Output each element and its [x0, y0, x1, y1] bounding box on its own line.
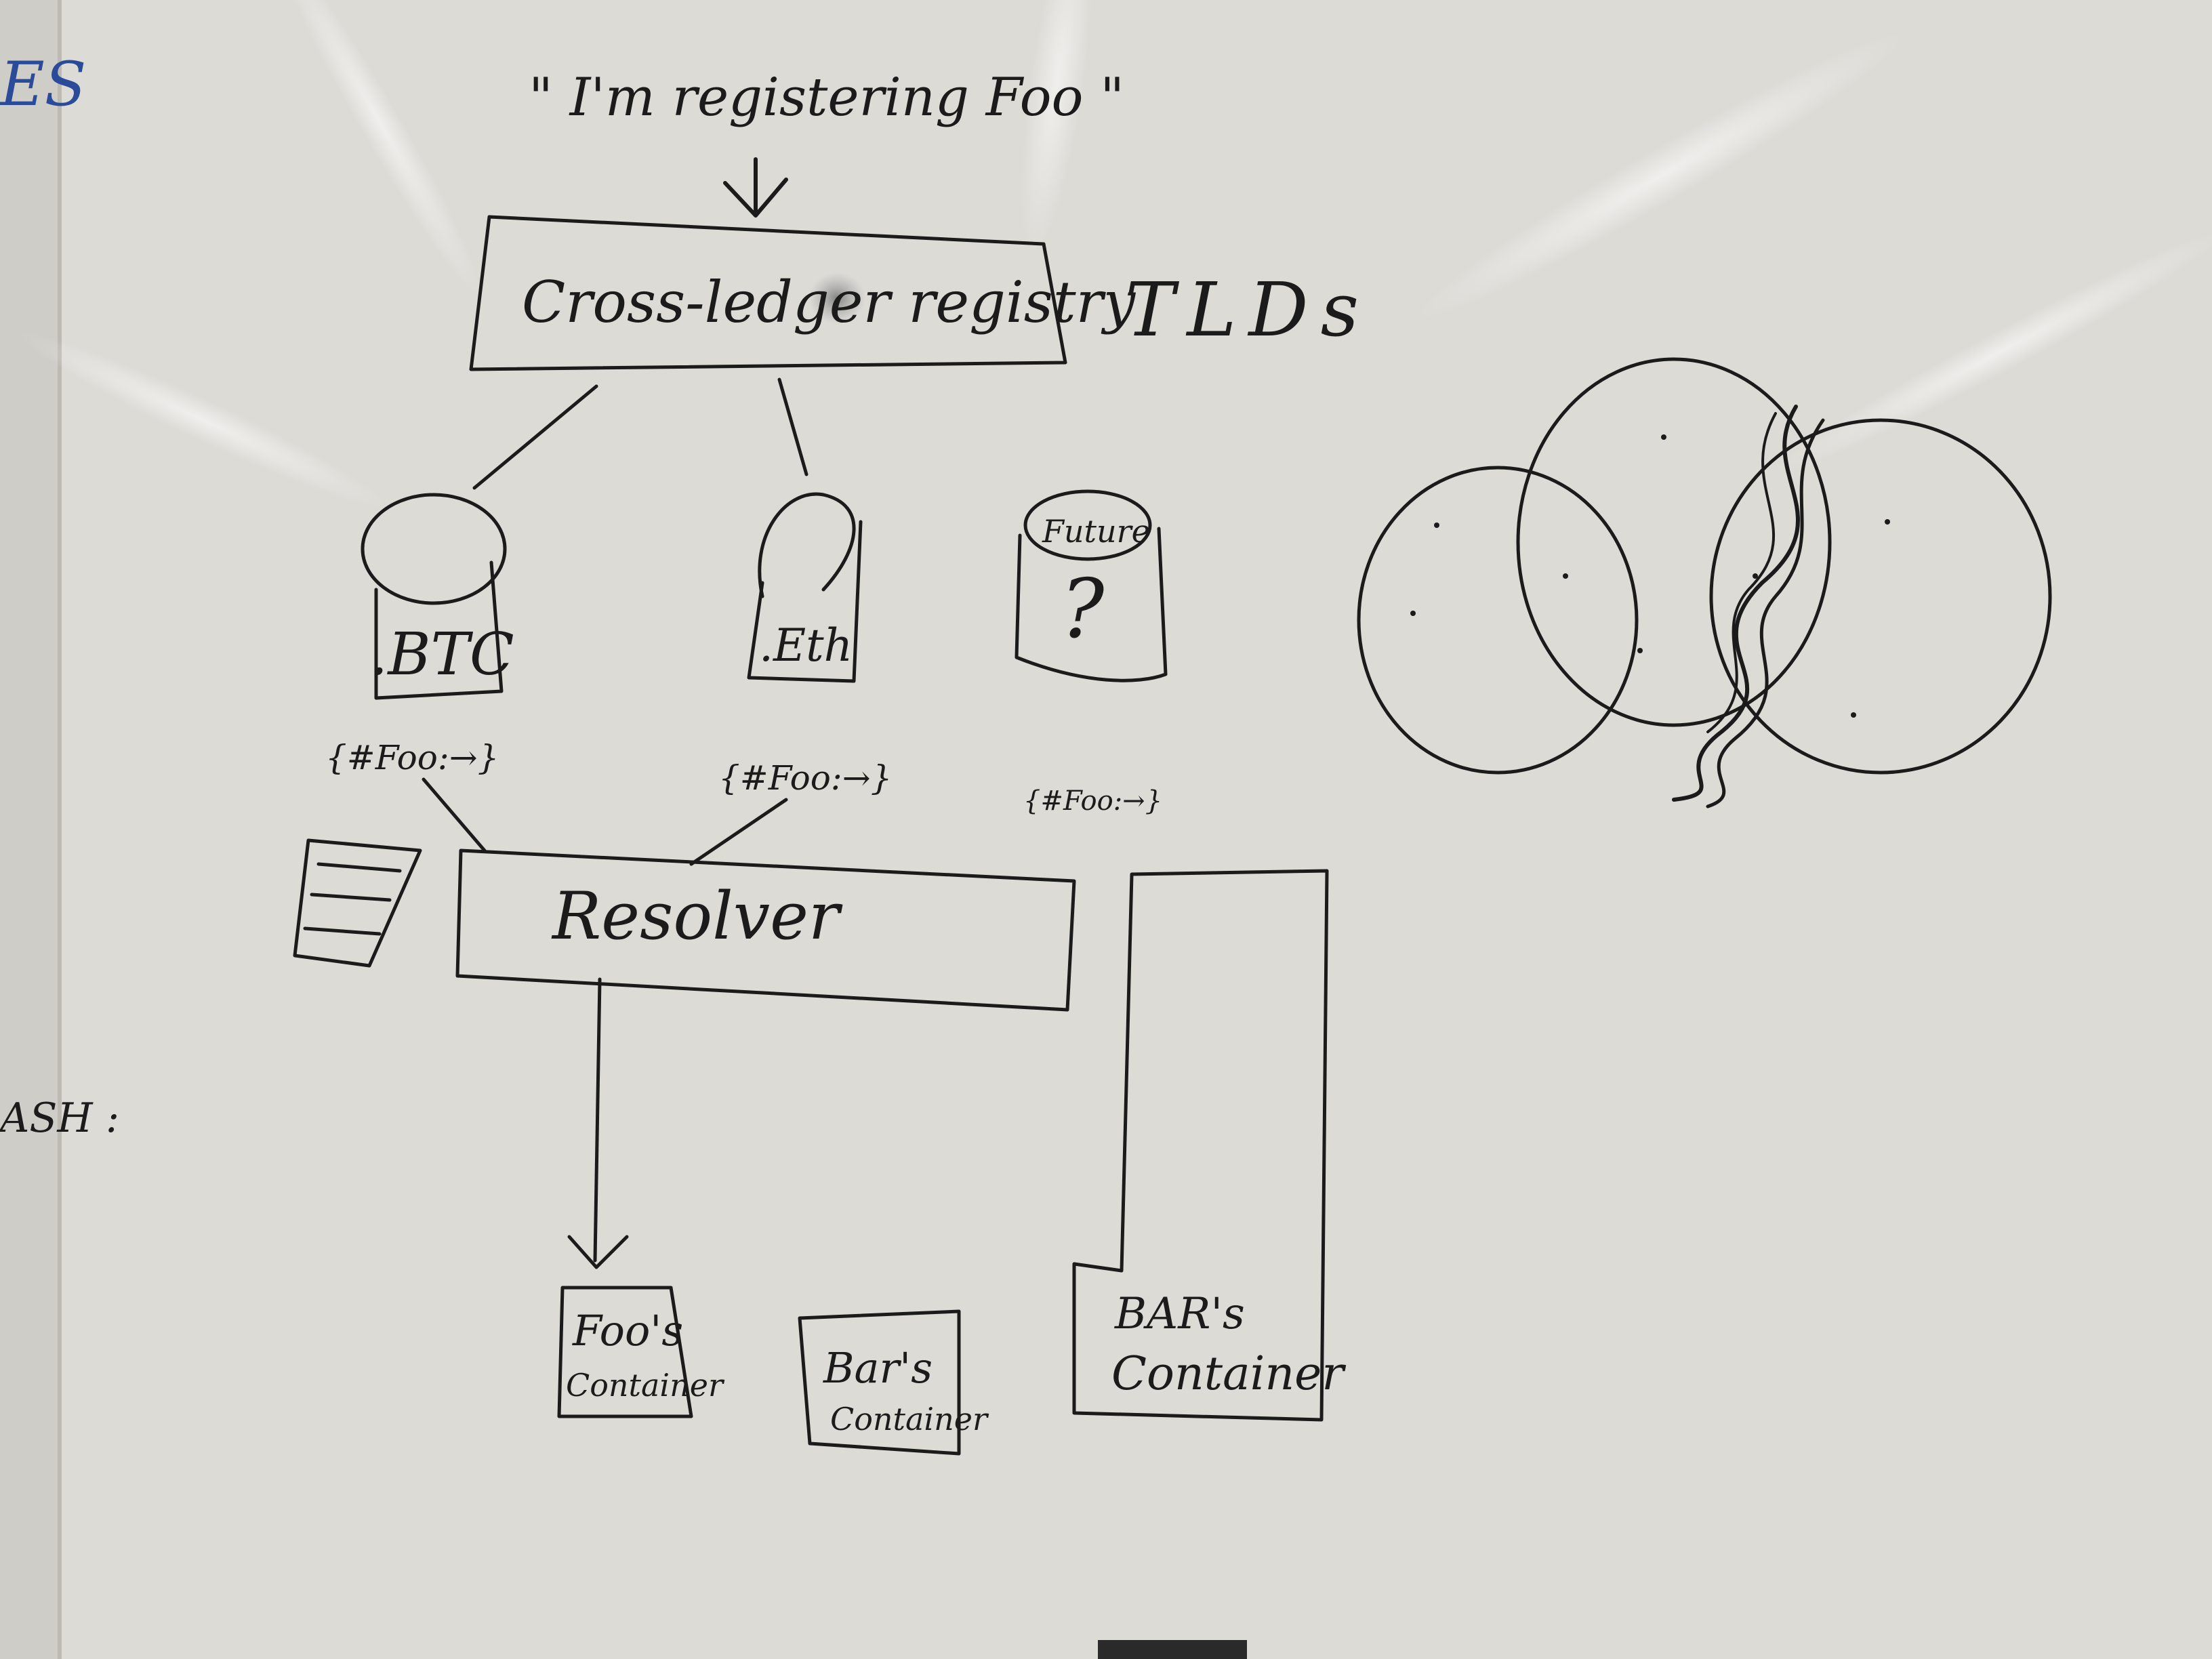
link-eth-resolver — [689, 798, 788, 866]
mapping-btc: {#Foo:→} — [325, 738, 499, 777]
tld-future-top-label: Future — [1042, 513, 1150, 550]
board-frame-left — [0, 0, 60, 1659]
big-bar-container-line1: BAR's — [1114, 1289, 1245, 1339]
bar-container-line2: Container — [830, 1401, 989, 1437]
tld-future-label: ? — [1061, 562, 1105, 657]
registry-box — [469, 215, 1067, 371]
squiggle-line — [1672, 405, 1800, 802]
tld-future: Future ? — [1015, 489, 1168, 682]
quote-arrow — [723, 157, 788, 218]
resolver-box — [455, 848, 1076, 1012]
big-bar-container-box — [1072, 869, 1329, 1422]
resolver-arrow — [567, 977, 629, 1269]
foo-container-line1: Foo's — [572, 1306, 683, 1355]
resolver-label: Resolver — [551, 878, 843, 954]
foo-container-line2: Container — [566, 1367, 725, 1404]
registry-label: Cross-ledger registry — [522, 269, 1136, 335]
light-reflections — [18, 0, 2212, 508]
eraser-smudge — [808, 272, 865, 324]
tlds-label: TLDs — [1125, 266, 1371, 353]
bar-container-line1: Bar's — [823, 1343, 933, 1393]
edge-text-mid: ASH : — [0, 1094, 119, 1142]
tld-btc: .BTC — [361, 493, 514, 700]
quote-text: " I'm registering Foo " — [529, 67, 1124, 128]
foo-container-box — [557, 1286, 693, 1418]
tld-eth-label: .Eth — [759, 619, 853, 672]
mapping-future: {#Foo:→} — [1023, 785, 1162, 817]
link-registry-btc — [472, 384, 598, 490]
tld-btc-label: .BTC — [369, 621, 514, 689]
document-icon — [293, 838, 422, 968]
link-registry-eth — [777, 377, 808, 476]
overlapping-ovals-sketch — [1357, 357, 2052, 808]
big-bar-container-line2: Container — [1111, 1347, 1346, 1401]
marker-tray — [1098, 1640, 1247, 1659]
link-btc-resolver — [422, 777, 487, 853]
edge-text-top: ES — [0, 49, 86, 120]
mapping-eth: {#Foo:→} — [718, 758, 892, 798]
bar-container-box — [798, 1309, 961, 1456]
tld-eth: .Eth — [747, 492, 863, 683]
